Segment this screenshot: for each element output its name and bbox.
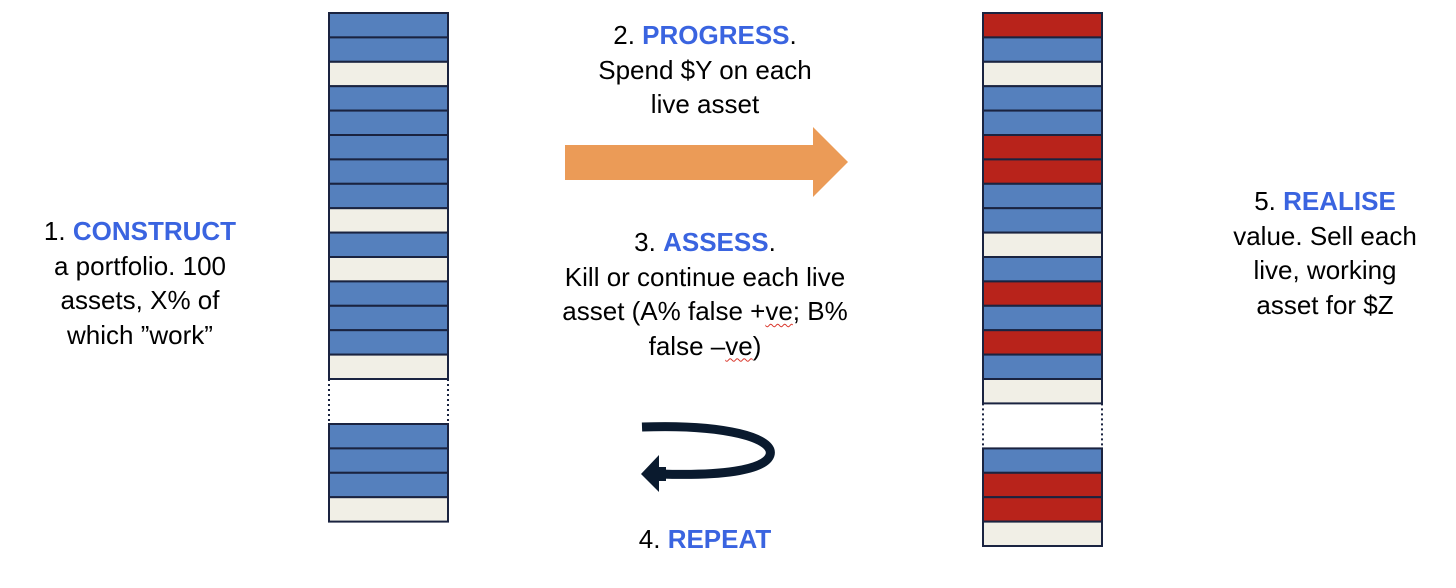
- asset-cell-cream: [328, 207, 449, 234]
- step-keyword-construct: CONSTRUCT: [72, 216, 237, 246]
- asset-cell-red: [982, 134, 1103, 161]
- step-keyword-assess: ASSESS: [663, 227, 769, 257]
- step-text: assets, X% of: [60, 285, 220, 315]
- asset-cell-red: [982, 329, 1103, 356]
- asset-cell-blue: [328, 231, 449, 259]
- asset-cell-blue: [982, 182, 1103, 210]
- asset-cell-blue: [328, 471, 449, 499]
- step-text: Spend $Y on each: [598, 54, 812, 85]
- asset-cell-blue: [328, 134, 449, 161]
- asset-cell-cream: [328, 256, 449, 283]
- asset-cell-cream: [328, 353, 449, 381]
- step-keyword-repeat: REPEAT: [667, 524, 772, 554]
- asset-cell-cream: [982, 60, 1103, 88]
- step-text: live, working: [1253, 255, 1397, 285]
- step-punctuation: .: [768, 227, 776, 257]
- step-text-part: asset (A% false +: [562, 296, 766, 326]
- step-progress: 2. PROGRESS. Spend $Y on each live asset: [560, 18, 850, 122]
- spellcheck-word: ve: [765, 296, 793, 326]
- asset-cell-blue: [328, 36, 449, 63]
- asset-cell-blue: [982, 447, 1103, 474]
- step-text: Kill or continue each live: [564, 261, 846, 292]
- step-realise: 5. REALISE value. Sell each live, workin…: [1200, 184, 1450, 322]
- asset-cell-red: [982, 158, 1103, 185]
- asset-cell-blue: [328, 182, 449, 210]
- step-text: a portfolio. 100: [53, 250, 226, 281]
- asset-cell-blue: [982, 36, 1103, 63]
- step-punctuation: .: [789, 20, 797, 50]
- step-text-part: false –: [648, 330, 726, 361]
- asset-cell-blue: [328, 109, 449, 136]
- spellcheck-word: ve: [725, 330, 753, 361]
- asset-cell-blue: [328, 423, 449, 450]
- step-keyword-progress: PROGRESS: [642, 20, 790, 50]
- step-text: value. Sell each: [1233, 220, 1417, 251]
- asset-cell-cream: [982, 520, 1103, 547]
- step-construct: 1. CONSTRUCT a portfolio. 100 assets, X%…: [20, 214, 260, 352]
- asset-cell-cream: [982, 378, 1103, 405]
- asset-cell-blue: [982, 304, 1103, 332]
- asset-cell-blue: [982, 353, 1103, 381]
- asset-cell-cream: [982, 231, 1103, 259]
- step-text: asset for $Z: [1256, 289, 1394, 320]
- step-text-part: ): [752, 330, 762, 361]
- step-text: which ”work”: [67, 319, 213, 350]
- asset-cell-red: [982, 471, 1103, 499]
- step-number: 3.: [634, 227, 664, 257]
- asset-cell-blue: [328, 304, 449, 332]
- asset-cell-blue: [328, 447, 449, 474]
- asset-cell-red: [982, 280, 1103, 307]
- asset-cell-blue: [982, 256, 1103, 283]
- asset-cell-blue: [328, 329, 449, 356]
- asset-cell-blue: [328, 158, 449, 185]
- step-repeat: 4. REPEAT: [560, 522, 850, 557]
- asset-cell-blue: [982, 207, 1103, 234]
- step-number: 1.: [43, 216, 73, 246]
- asset-cell-cream: [328, 60, 449, 88]
- step-text: live asset: [650, 89, 760, 119]
- asset-cell-cream: [328, 496, 449, 523]
- step-number: 4.: [638, 524, 668, 554]
- asset-cell-red: [982, 12, 1103, 39]
- step-text: false –ve): [530, 329, 880, 364]
- asset-cell-blue: [328, 280, 449, 307]
- portfolio-column-after: [982, 12, 1103, 547]
- step-text: asset (A% false +ve; B%: [530, 294, 880, 329]
- asset-cell-blue: [982, 109, 1103, 136]
- step-text-part: ; B%: [792, 296, 848, 326]
- loop-arrow-icon: [641, 422, 775, 492]
- step-keyword-realise: REALISE: [1283, 186, 1396, 216]
- step-number: 5.: [1254, 186, 1284, 216]
- asset-cell-blue: [328, 85, 449, 112]
- asset-cell-red: [982, 496, 1103, 523]
- right-arrow-icon: [565, 127, 848, 197]
- asset-cell-blue: [328, 12, 449, 39]
- portfolio-column-before: [328, 12, 449, 523]
- asset-cell-blue: [982, 85, 1103, 112]
- step-assess: 3. ASSESS. Kill or continue each live as…: [530, 225, 880, 363]
- step-number: 2.: [613, 20, 643, 50]
